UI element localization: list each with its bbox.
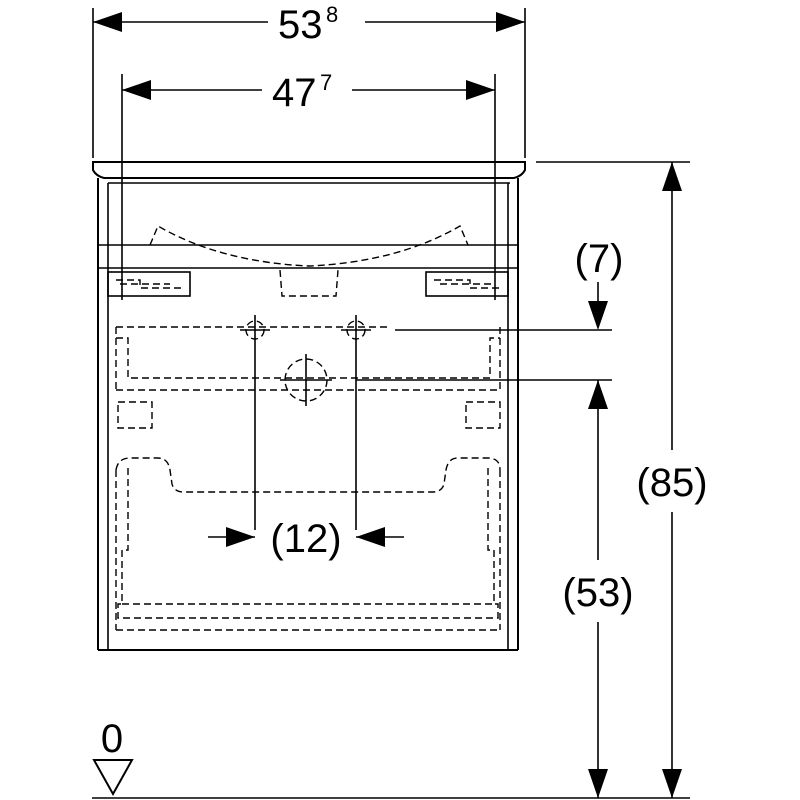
floor-level-triangle-icon xyxy=(92,759,134,797)
top-offset-label: (7) xyxy=(575,237,624,281)
drain-spacing-dimension: (12) xyxy=(208,512,404,561)
overall-width-label: 53 xyxy=(278,3,323,47)
water-connection-right xyxy=(341,315,371,530)
inner-width-label: 47 xyxy=(272,71,317,115)
mounting-bracket-left xyxy=(107,271,191,297)
drain-connection xyxy=(280,354,332,406)
overall-width-dimension: 53 8 xyxy=(92,2,526,158)
floor-level-label: 0 xyxy=(101,717,123,761)
cabinet-body xyxy=(97,178,519,651)
upper-drawer-hidden xyxy=(115,326,501,429)
overall-width-superscript: 8 xyxy=(326,2,338,27)
top-offset-dimension: (7) xyxy=(575,237,624,330)
drain-height-label: (53) xyxy=(562,571,633,615)
total-height-label: (85) xyxy=(636,461,707,505)
floor-level-marker: 0 xyxy=(92,717,134,797)
drain-height-dimension: (53) xyxy=(562,380,634,798)
basin-top xyxy=(92,161,526,297)
mounting-bracket-right xyxy=(425,271,509,297)
drain-spacing-label: (12) xyxy=(270,517,341,561)
water-connection-left xyxy=(240,315,270,530)
lower-drawer-hidden xyxy=(115,457,501,631)
inner-width-dimension: 47 7 xyxy=(121,70,496,300)
reference-lines xyxy=(92,161,690,799)
inner-width-superscript: 7 xyxy=(320,70,332,95)
total-height-dimension: (85) xyxy=(636,162,708,798)
